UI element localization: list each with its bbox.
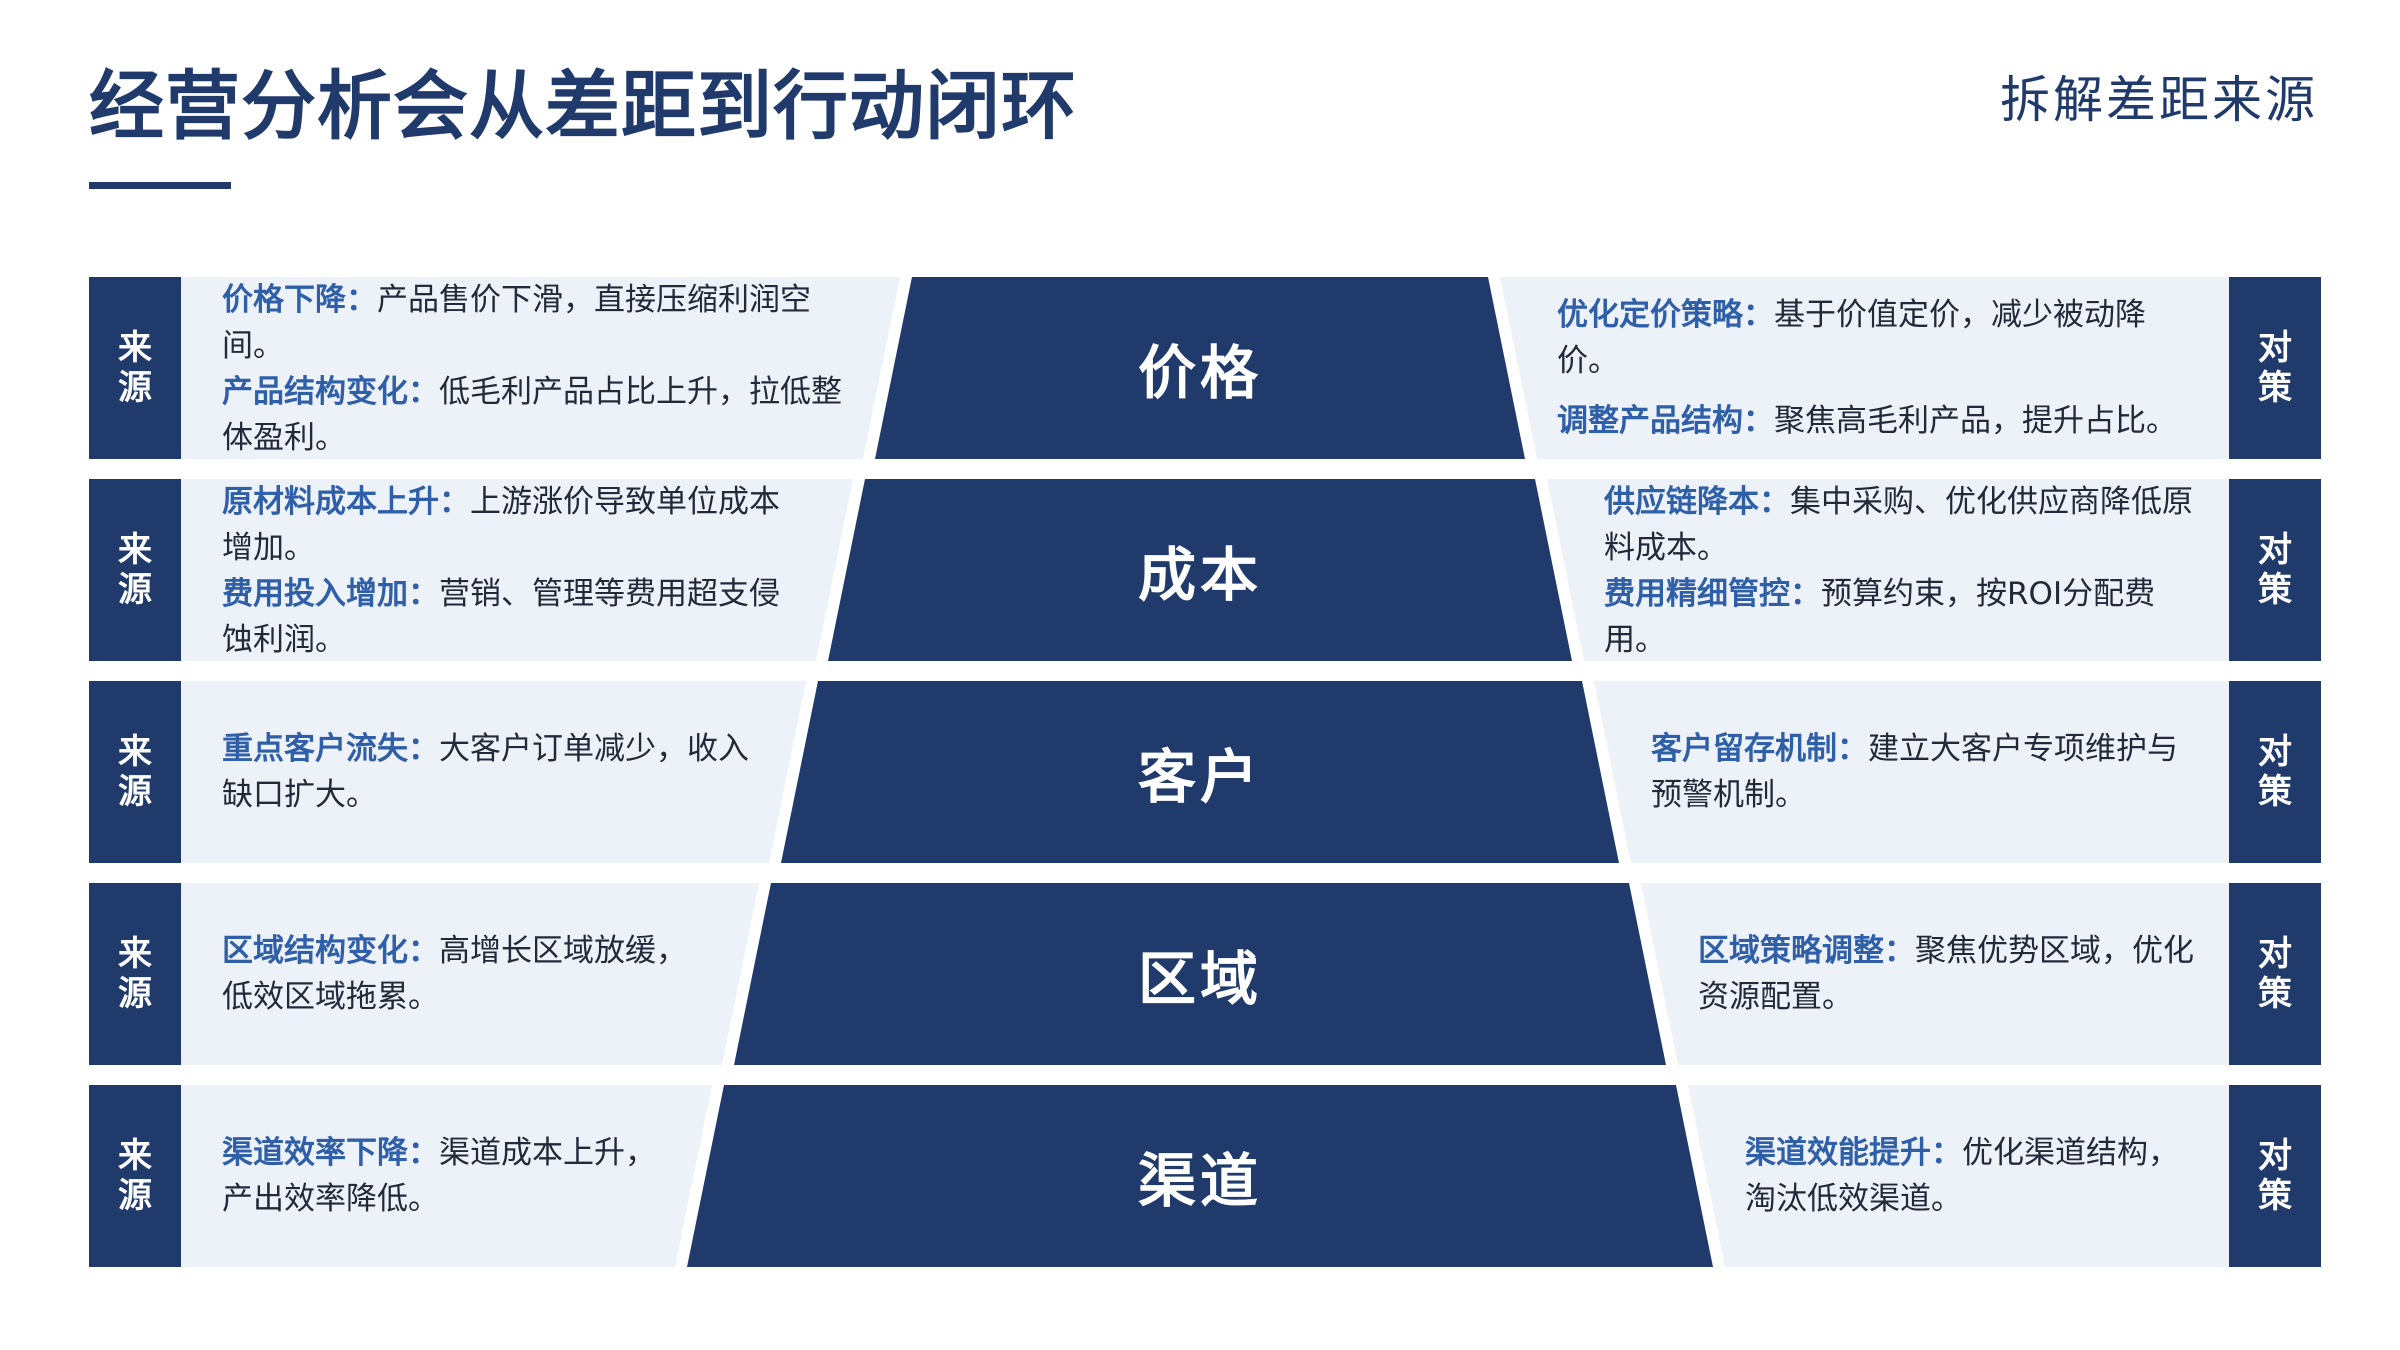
source-tag-label: 来源: [118, 1136, 152, 1216]
source-tag: 来源: [89, 681, 181, 863]
action-text: 基于价值定价，减少被动降价。: [1557, 296, 2146, 379]
source-tag: 来源: [89, 277, 181, 459]
action-keyword: 供应链降本：: [1604, 484, 1790, 520]
trapezoid-segment: [687, 1085, 1713, 1267]
row-1: 价格来源对策价格下降：产品售价下滑，直接压缩利润空间。产品结构变化：低毛利产品占…: [0, 277, 2400, 459]
cause-list: 价格下降：产品售价下滑，直接压缩利润空间。产品结构变化：低毛利产品占比上升，拉低…: [222, 277, 845, 459]
cause-item: 重点客户流失：大客户订单减少，收入缺口扩大。: [222, 726, 751, 818]
action-text: 优化渠道结构，淘汰低效渠道。: [1745, 1135, 2179, 1217]
cause-text: 高增长区域放缓，低效区域拖累。: [222, 933, 687, 1015]
strategy-tag: 对策: [2229, 277, 2321, 459]
cause-item: 原材料成本上升：上游涨价导致单位成本增加。: [222, 479, 798, 571]
trapezoid-segment: [828, 479, 1572, 661]
action-item: 区域策略调整：聚焦优势区域，优化资源配置。: [1698, 928, 2200, 1020]
strategy-tag-label: 对策: [2258, 328, 2292, 408]
cause-keyword: 原材料成本上升：: [222, 484, 470, 520]
cause-list: 区域结构变化：高增长区域放缓，低效区域拖累。: [222, 883, 704, 1065]
cause-list: 原材料成本上升：上游涨价导致单位成本增加。费用投入增加：营销、管理等费用超支侵蚀…: [222, 479, 798, 661]
cause-text: 渠道成本上升，产出效率降低。: [222, 1135, 656, 1217]
strategy-tag-label: 对策: [2258, 934, 2292, 1014]
source-tag: 来源: [89, 1085, 181, 1267]
action-text: 建立大客户专项维护与预警机制。: [1651, 731, 2178, 813]
action-text: 预算约束，按ROI分配费用。: [1604, 576, 2156, 658]
strategy-tag: 对策: [2229, 1085, 2321, 1267]
strategy-tag-label: 对策: [2258, 732, 2292, 812]
strategy-tag: 对策: [2229, 479, 2321, 661]
cause-text: 营销、管理等费用超支侵蚀利润。: [222, 576, 780, 658]
strategy-tag: 对策: [2229, 681, 2321, 863]
action-item: 客户留存机制：建立大客户专项维护与预警机制。: [1651, 726, 2200, 818]
row-5: 渠道来源对策渠道效率下降：渠道成本上升，产出效率降低。渠道效能提升：优化渠道结构…: [0, 1085, 2400, 1267]
page-subtitle: 拆解差距来源: [2000, 71, 2318, 129]
action-keyword: 优化定价策略：: [1557, 296, 1774, 333]
row-2: 成本来源对策原材料成本上升：上游涨价导致单位成本增加。费用投入增加：营销、管理等…: [0, 479, 2400, 661]
action-text: 聚焦优势区域，优化资源配置。: [1698, 933, 2194, 1015]
source-tag: 来源: [89, 479, 181, 661]
action-list: 优化定价策略：基于价值定价，减少被动降价。调整产品结构：聚焦高毛利产品，提升占比…: [1557, 277, 2200, 459]
source-tag-label: 来源: [118, 934, 152, 1014]
trapezoid-segment: [734, 883, 1666, 1065]
strategy-tag-label: 对策: [2258, 1136, 2292, 1216]
cause-keyword: 渠道效率下降：: [222, 1135, 439, 1171]
source-tag-label: 来源: [118, 732, 152, 812]
source-tag: 来源: [89, 883, 181, 1065]
cause-keyword: 产品结构变化：: [222, 374, 439, 410]
action-keyword: 区域策略调整：: [1698, 933, 1915, 969]
trapezoid-segment: [875, 277, 1525, 459]
action-keyword: 调整产品结构：: [1557, 403, 1774, 440]
cause-keyword: 区域结构变化：: [222, 933, 439, 969]
action-item: 供应链降本：集中采购、优化供应商降低原料成本。: [1604, 479, 2200, 571]
page-title: 经营分析会从差距到行动闭环: [89, 62, 1078, 150]
action-list: 供应链降本：集中采购、优化供应商降低原料成本。费用精细管控：预算约束，按ROI分…: [1604, 479, 2200, 661]
action-item: 优化定价策略：基于价值定价，减少被动降价。: [1557, 292, 2200, 384]
cause-text: 产品售价下滑，直接压缩利润空间。: [222, 282, 811, 364]
trapezoid-segment: [781, 681, 1619, 863]
action-keyword: 费用精细管控：: [1604, 576, 1821, 612]
cause-list: 重点客户流失：大客户订单减少，收入缺口扩大。: [222, 681, 751, 863]
title-underline: [89, 182, 231, 189]
cause-keyword: 价格下降：: [222, 282, 377, 318]
cause-item: 产品结构变化：低毛利产品占比上升，拉低整体盈利。: [222, 369, 845, 459]
cause-keyword: 费用投入增加：: [222, 576, 439, 612]
action-text: 集中采购、优化供应商降低原料成本。: [1604, 484, 2193, 566]
cause-list: 渠道效率下降：渠道成本上升，产出效率降低。: [222, 1085, 657, 1267]
action-item: 渠道效能提升：优化渠道结构，淘汰低效渠道。: [1745, 1130, 2200, 1222]
row-3: 客户来源对策重点客户流失：大客户订单减少，收入缺口扩大。客户留存机制：建立大客户…: [0, 681, 2400, 863]
action-list: 渠道效能提升：优化渠道结构，淘汰低效渠道。: [1745, 1085, 2200, 1267]
cause-text: 上游涨价导致单位成本增加。: [222, 484, 780, 566]
action-item: 调整产品结构：聚焦高毛利产品，提升占比。: [1557, 398, 2200, 444]
cause-keyword: 重点客户流失：: [222, 731, 439, 767]
action-text: 聚焦高毛利产品，提升占比。: [1774, 403, 2177, 440]
cause-text: 低毛利产品占比上升，拉低整体盈利。: [222, 374, 842, 456]
action-list: 客户留存机制：建立大客户专项维护与预警机制。: [1651, 681, 2200, 863]
action-item: 费用精细管控：预算约束，按ROI分配费用。: [1604, 571, 2200, 661]
source-tag-label: 来源: [118, 530, 152, 610]
cause-item: 渠道效率下降：渠道成本上升，产出效率降低。: [222, 1130, 657, 1222]
action-keyword: 客户留存机制：: [1651, 731, 1868, 767]
cause-item: 费用投入增加：营销、管理等费用超支侵蚀利润。: [222, 571, 798, 661]
source-tag-label: 来源: [118, 328, 152, 408]
action-list: 区域策略调整：聚焦优势区域，优化资源配置。: [1698, 883, 2200, 1065]
cause-text: 大客户订单减少，收入缺口扩大。: [222, 731, 749, 813]
cause-item: 区域结构变化：高增长区域放缓，低效区域拖累。: [222, 928, 704, 1020]
strategy-tag: 对策: [2229, 883, 2321, 1065]
row-4: 区域来源对策区域结构变化：高增长区域放缓，低效区域拖累。区域策略调整：聚焦优势区…: [0, 883, 2400, 1065]
strategy-tag-label: 对策: [2258, 530, 2292, 610]
cause-item: 价格下降：产品售价下滑，直接压缩利润空间。: [222, 277, 845, 369]
action-keyword: 渠道效能提升：: [1745, 1135, 1962, 1171]
